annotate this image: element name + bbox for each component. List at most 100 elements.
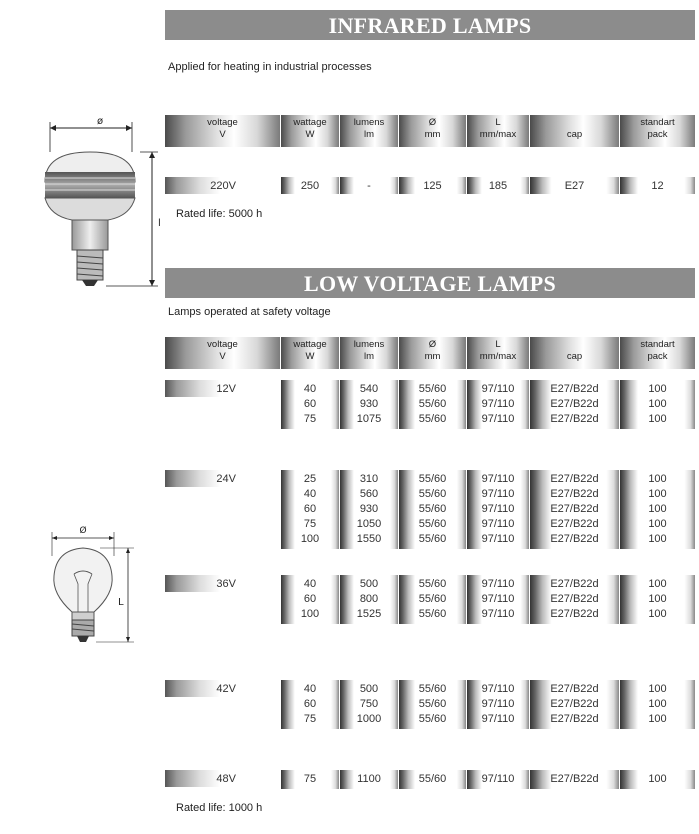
cell-value: 97/110 (481, 503, 515, 515)
cell-value: 1525 (356, 608, 382, 620)
cell-value: 55/60 (418, 608, 447, 620)
cell-value: 100 (648, 578, 667, 590)
cell-value: 100 (648, 593, 667, 605)
cell-value: 100 (300, 608, 320, 620)
ir-wattage-cell: 250 (281, 177, 339, 194)
header-wattage-name: wattage (293, 339, 327, 350)
lv-voltage-cell: 42V (165, 680, 280, 697)
cell-value: E27/B22d (550, 608, 599, 620)
cell-value: 60 (303, 503, 317, 515)
cell-value: 540 (359, 383, 379, 395)
cell-value: 55/60 (418, 593, 447, 605)
lv-pack-cell: 100 (620, 770, 695, 789)
cell-value: 97/110 (481, 488, 515, 500)
infrared-rated-life: Rated life: 5000 h (176, 208, 263, 220)
ir-diameter-cell: 125 (399, 177, 466, 194)
cell-value: 1550 (356, 533, 382, 545)
cell-value: 24V (216, 473, 236, 485)
infrared-section-title: INFRARED LAMPS (165, 10, 695, 40)
header-length-unit: mm/max (479, 129, 517, 140)
cell-value: 800 (359, 593, 379, 605)
header-cap-unit: cap (566, 351, 583, 362)
cell-value: 97/110 (481, 608, 515, 620)
cell-value: 125 (423, 180, 442, 192)
lv-cap-cell: E27/B22d (530, 770, 619, 789)
bulb-length-label: L (118, 597, 124, 608)
cell-value: 75 (303, 413, 317, 425)
header-length-unit: mm/max (479, 351, 517, 362)
header-pack-unit: pack (647, 129, 668, 140)
header-wattage-name: wattage (293, 117, 327, 128)
header-length-name: L (495, 339, 501, 350)
cell-value: 40 (303, 488, 317, 500)
cell-value: 55/60 (418, 398, 447, 410)
infrared-description: Applied for heating in industrial proces… (168, 61, 372, 73)
cell-value: E27 (564, 180, 585, 192)
cell-value: 75 (303, 773, 317, 785)
cell-value: 55/60 (418, 683, 447, 695)
cell-value: 97/110 (481, 698, 515, 710)
header-cap-name (530, 117, 619, 129)
reflector-length-label: l (158, 218, 161, 229)
cell-value: 560 (359, 488, 379, 500)
cell-value: 100 (648, 773, 667, 785)
header-voltage-name: voltage (207, 339, 238, 350)
cell-value: 100 (648, 413, 667, 425)
reflector-diameter-label: ø (97, 116, 103, 127)
cell-value: 100 (300, 533, 320, 545)
cell-value: E27/B22d (550, 518, 599, 530)
cell-value: 1050 (356, 518, 382, 530)
low-voltage-rated-life: Rated life: 1000 h (176, 802, 263, 814)
cell-value: 1075 (356, 413, 382, 425)
cell-value: 220V (210, 180, 236, 192)
cell-value: 100 (648, 713, 667, 725)
cell-value: E27/B22d (550, 533, 599, 545)
cell-value: 55/60 (418, 698, 447, 710)
cell-value: E27/B22d (550, 773, 599, 785)
header-voltage-unit: V (219, 351, 226, 362)
cell-value: 97/110 (481, 518, 515, 530)
cell-value: E27/B22d (550, 683, 599, 695)
cell-value: 97/110 (481, 713, 515, 725)
cell-value: 250 (300, 180, 320, 192)
cell-value: E27/B22d (550, 473, 599, 485)
ir-length-cell: 185 (467, 177, 529, 194)
header-pack-name: standart (640, 339, 675, 350)
cell-value: 310 (359, 473, 379, 485)
cell-value: 55/60 (418, 533, 447, 545)
cell-value: 185 (488, 180, 508, 192)
low-voltage-section-title: LOW VOLTAGE LAMPS (165, 268, 695, 298)
lv-diameter-cell: 55/60 (399, 770, 466, 789)
ir-pack-cell: 12 (620, 177, 695, 194)
cell-value: - (367, 180, 371, 192)
low-voltage-description: Lamps operated at safety voltage (168, 306, 331, 318)
cell-value: 55/60 (418, 413, 447, 425)
cell-value: E27/B22d (550, 398, 599, 410)
cell-value: 42V (216, 683, 236, 695)
cell-value: 97/110 (481, 473, 515, 485)
cell-value: 55/60 (418, 518, 447, 530)
cell-value: 97/110 (481, 413, 515, 425)
cell-value: 25 (303, 473, 317, 485)
cell-value: 100 (648, 383, 667, 395)
cell-value: 97/110 (481, 593, 515, 605)
cell-value: 100 (648, 608, 667, 620)
